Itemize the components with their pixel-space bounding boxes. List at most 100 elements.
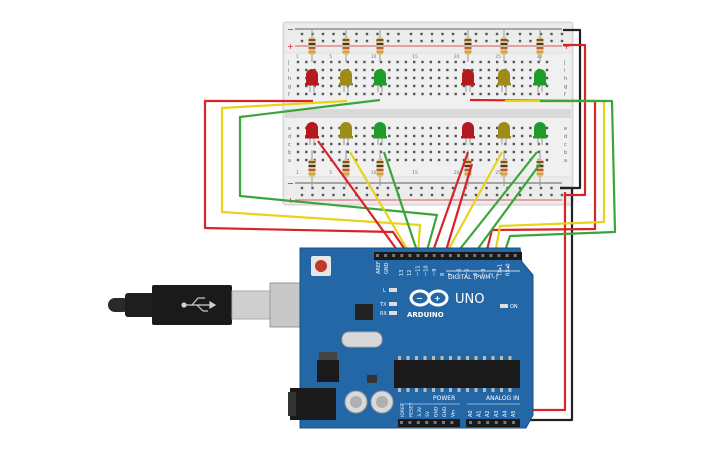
- rail-hole: [518, 32, 522, 36]
- header-pin: [473, 254, 477, 257]
- breadboard-hole: [471, 142, 474, 146]
- breadboard-hole: [529, 84, 532, 88]
- breadboard-hole: [487, 84, 491, 88]
- breadboard-hole: [471, 92, 474, 96]
- breadboard-hole: [529, 76, 532, 80]
- rail-hole: [485, 186, 488, 190]
- breadboard-hole: [404, 150, 408, 154]
- row-letter: d: [564, 134, 567, 140]
- rail-hole: [441, 32, 444, 36]
- resistor-band: [500, 169, 508, 171]
- led-red: [462, 122, 474, 137]
- digital-pin-label: ~3: [481, 269, 487, 276]
- led-rx-label: RX: [380, 311, 387, 317]
- breadboard-hole: [354, 134, 358, 138]
- breadboard-hole: [529, 60, 532, 64]
- breadboard-hole: [338, 76, 341, 80]
- breadboard-hole: [338, 84, 341, 88]
- rail-hole: [474, 186, 478, 190]
- breadboard-hole: [487, 134, 491, 138]
- resistor-band: [536, 169, 544, 171]
- breadboard-hole: [388, 84, 391, 88]
- breadboard-hole: [504, 92, 507, 96]
- breadboard-hole: [321, 60, 325, 64]
- chip-pin: [406, 388, 410, 392]
- breadboard-hole: [330, 150, 333, 154]
- breadboard-hole: [388, 92, 391, 96]
- rail-hole: [451, 186, 455, 190]
- breadboard-hole: [496, 60, 499, 64]
- breadboard-hole: [479, 142, 482, 146]
- chip-pin: [440, 388, 444, 392]
- rail-hole: [420, 39, 423, 43]
- wire-yellow-left-loop: [220, 99, 422, 255]
- resistor-body: [376, 37, 384, 55]
- breadboard-hole: [379, 92, 383, 96]
- breadboard-hole: [338, 126, 341, 130]
- breadboard-hole: [330, 92, 333, 96]
- breadboard-hole: [529, 150, 532, 154]
- breadboard-hole: [421, 158, 424, 162]
- column-number: 10: [371, 170, 377, 176]
- breadboard-hole: [537, 150, 540, 154]
- breadboard-hole: [454, 60, 457, 64]
- breadboard-hole: [504, 60, 507, 64]
- breadboard-hole: [354, 92, 358, 96]
- rail-hole: [420, 193, 423, 197]
- row-letter: c: [564, 142, 567, 148]
- usb-symbol-icon: [181, 297, 217, 312]
- row-letter: j: [563, 60, 565, 66]
- led-l-label: L: [383, 288, 386, 294]
- rail-hole: [365, 193, 369, 197]
- chip-pin: [415, 388, 418, 392]
- components: [305, 30, 547, 186]
- breadboard-hole: [520, 150, 524, 154]
- breadboard-hole: [421, 134, 424, 138]
- chip-pin: [440, 356, 444, 360]
- breadboard-hole: [305, 60, 308, 64]
- header-pin: [448, 254, 452, 257]
- power-pin-label: 3.3V: [417, 406, 423, 417]
- power-pin-label: GND: [442, 406, 448, 417]
- regulator-tab: [319, 352, 337, 360]
- breadboard-hole: [520, 68, 524, 72]
- breadboard-hole: [404, 126, 408, 130]
- breadboard-hole: [305, 84, 308, 88]
- breadboard-hole: [429, 134, 432, 138]
- resistor-band: [308, 173, 316, 175]
- led-rx: [389, 311, 397, 315]
- resistor-band: [342, 39, 350, 41]
- header-pin: [442, 421, 445, 424]
- digital-pin-label: TX▸1: [497, 264, 503, 277]
- header-pin: [424, 254, 428, 257]
- resistor-band: [342, 47, 350, 49]
- breadboard-hole: [446, 142, 449, 146]
- breadboard-hole: [446, 92, 449, 96]
- resistor-band: [376, 39, 384, 41]
- rail-hole: [321, 186, 325, 190]
- row-letter: a: [564, 158, 567, 164]
- header-pin: [489, 254, 493, 257]
- breadboard-hole: [321, 158, 325, 162]
- digital-pin-label: 12: [407, 270, 413, 276]
- chip-pin: [483, 356, 486, 360]
- breadboard-hole: [545, 68, 549, 72]
- breadboard-hole: [379, 60, 383, 64]
- breadboard-hole: [520, 134, 524, 138]
- dc-power-jack-front: [288, 392, 296, 416]
- breadboard-hole: [404, 158, 408, 162]
- breadboard-hole: [545, 158, 549, 162]
- breadboard-hole: [388, 76, 391, 80]
- breadboard-hole: [338, 142, 341, 146]
- breadboard-hole: [396, 150, 399, 154]
- breadboard-hole: [413, 126, 416, 130]
- breadboard-hole: [537, 92, 540, 96]
- rail-hole: [529, 32, 532, 36]
- breadboard-hole: [429, 142, 432, 146]
- rail-hole: [506, 193, 509, 197]
- breadboard-hole: [437, 76, 441, 80]
- rail-hole: [321, 193, 325, 197]
- breadboard-hole: [520, 92, 524, 96]
- arduino-logo-minus: −: [416, 294, 423, 303]
